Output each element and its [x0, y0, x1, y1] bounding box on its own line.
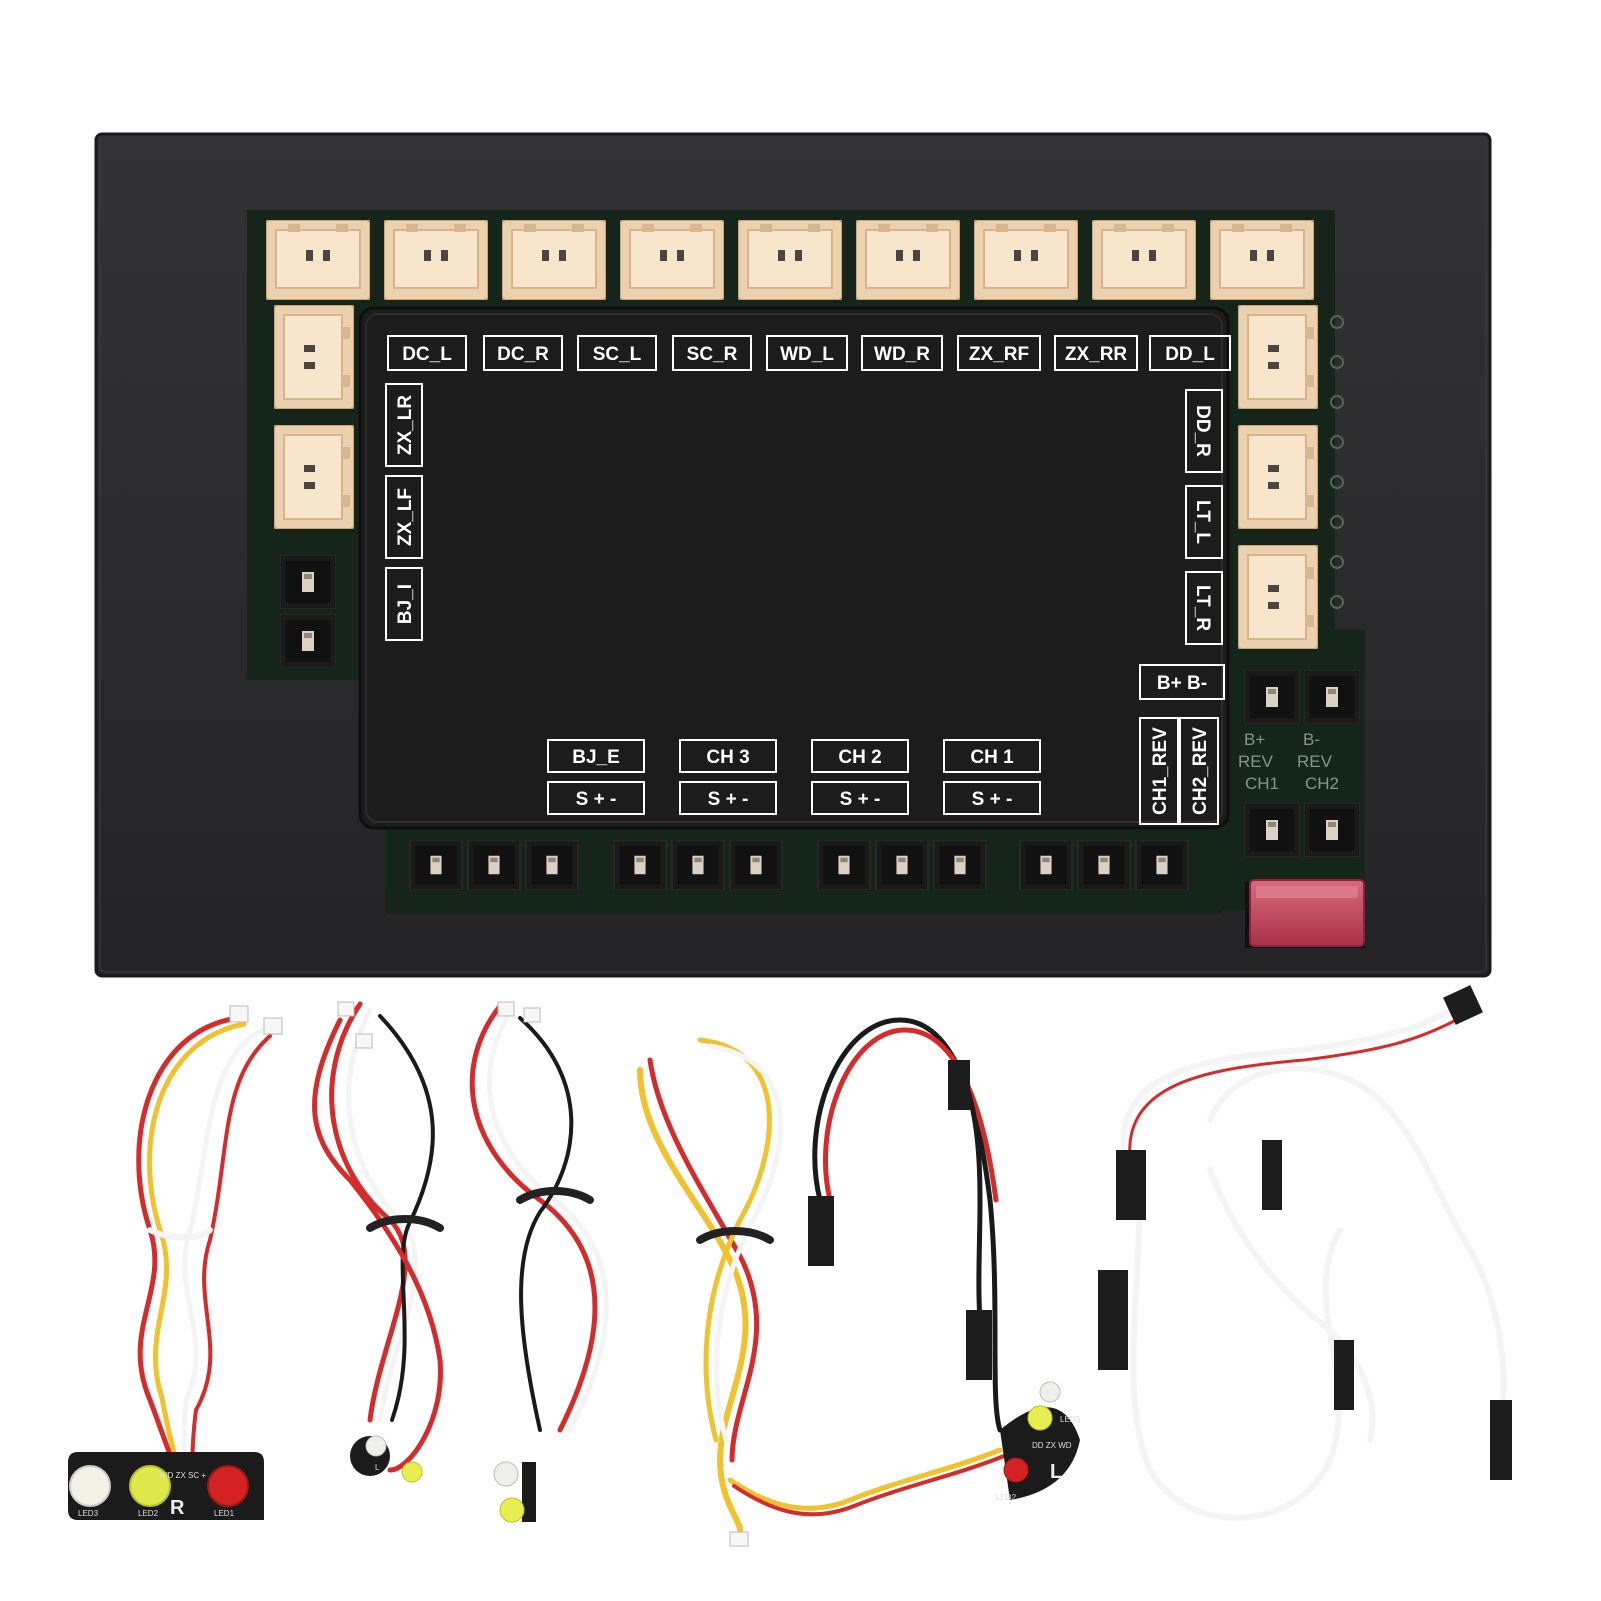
left-label-column: ZX_LR ZX_LF BJ_I — [385, 383, 423, 641]
servo-lead-black-red — [808, 1017, 1003, 1433]
label-lt-l: LT_L — [1192, 500, 1213, 544]
label-ch2: CH 2 — [838, 747, 881, 768]
led-board-left: DD ZX WD L LED3 LED2 — [996, 1381, 1081, 1502]
label-sc-r: SC_R — [687, 344, 738, 365]
svg-text:REV: REV — [1297, 752, 1333, 771]
rev-labels: CH1_REV CH2_REV — [1139, 717, 1219, 825]
led-small-probe — [493, 1461, 536, 1523]
label-zx-rr: ZX_RR — [1065, 344, 1128, 365]
svg-text:S + -: S + - — [708, 789, 749, 810]
connector-6 — [856, 220, 960, 300]
connector-2 — [384, 220, 488, 300]
wire-harness-3 — [469, 1001, 609, 1433]
label-lt-r: LT_R — [1192, 585, 1213, 631]
svg-text:LED3: LED3 — [78, 1509, 99, 1518]
led-red-icon — [207, 1465, 249, 1507]
svg-text:LED3: LED3 — [1060, 1415, 1081, 1424]
svg-text:LED2: LED2 — [138, 1509, 159, 1518]
jumper-block: B+ B- REV REV CH1 CH2 — [1238, 670, 1360, 857]
label-zx-lr: ZX_LR — [395, 395, 416, 455]
top-label-row: DC_L DC_R SC_L SC_R WD_L WD_R ZX_RF ZX_R… — [387, 335, 1231, 371]
connector-4 — [620, 220, 724, 300]
svg-text:S + -: S + - — [972, 789, 1013, 810]
label-dd-r: DD_R — [1192, 405, 1213, 457]
led-white-icon — [69, 1465, 111, 1507]
right-label-column: DD_R LT_L LT_R — [1185, 389, 1223, 645]
led-board-left-small: L — [350, 1435, 423, 1483]
connector-8 — [1092, 220, 1196, 300]
label-bj-i: BJ_I — [395, 584, 416, 624]
svg-text:B+: B+ — [1244, 730, 1265, 749]
label-wd-l: WD_L — [780, 344, 834, 365]
wire-harness-4 — [637, 1037, 1006, 1547]
svg-text:L: L — [1050, 1461, 1062, 1483]
label-ch1-rev: CH1_REV — [1150, 727, 1171, 815]
connector-5 — [738, 220, 842, 300]
led-yellow-icon — [129, 1465, 171, 1507]
label-bj-e: BJ_E — [572, 747, 620, 768]
label-dc-l: DC_L — [402, 344, 452, 365]
wire-harness-1 — [136, 1005, 283, 1483]
fuse — [1249, 879, 1365, 947]
label-wd-r: WD_R — [874, 344, 930, 365]
servo-extension — [1098, 985, 1512, 1521]
channel-labels: BJ_E S + - CH 3 S + - CH 2 S + - CH 1 S … — [547, 739, 1041, 815]
svg-text:B+ B-: B+ B- — [1157, 673, 1207, 694]
svg-text:LED1: LED1 — [214, 1509, 235, 1518]
connector-3 — [502, 220, 606, 300]
label-dc-r: DC_R — [497, 344, 549, 365]
wire-harness-2 — [312, 1001, 444, 1473]
label-ch3: CH 3 — [706, 747, 749, 768]
label-zx-rf: ZX_RF — [969, 344, 1029, 365]
label-dd-l: DD_L — [1165, 344, 1215, 365]
connector-7 — [974, 220, 1078, 300]
label-zx-lf: ZX_LF — [395, 488, 416, 546]
svg-text:S + -: S + - — [840, 789, 881, 810]
top-connectors — [266, 220, 1314, 300]
label-sc-l: SC_L — [593, 344, 642, 365]
battery-label: B+ B- — [1139, 664, 1225, 700]
right-connectors — [1238, 305, 1318, 649]
led-board-right: WD ZX SC + R LED3 LED2 LED1 — [68, 1452, 264, 1520]
connector-9 — [1210, 220, 1314, 300]
svg-text:CH2: CH2 — [1305, 774, 1339, 793]
svg-text:B-: B- — [1303, 730, 1320, 749]
svg-text:WD ZX SC +: WD ZX SC + — [160, 1471, 206, 1480]
connector-1 — [266, 220, 370, 300]
label-ch1: CH 1 — [970, 747, 1014, 768]
svg-text:S + -: S + - — [576, 789, 617, 810]
svg-text:R: R — [170, 1497, 185, 1519]
svg-text:LED2: LED2 — [996, 1493, 1017, 1502]
svg-text:REV: REV — [1238, 752, 1274, 771]
svg-text:L: L — [375, 1463, 380, 1472]
label-ch2-rev: CH2_REV — [1190, 727, 1211, 815]
label-panel — [358, 306, 1230, 830]
svg-text:CH1: CH1 — [1245, 774, 1279, 793]
svg-text:DD ZX WD: DD ZX WD — [1032, 1441, 1072, 1450]
